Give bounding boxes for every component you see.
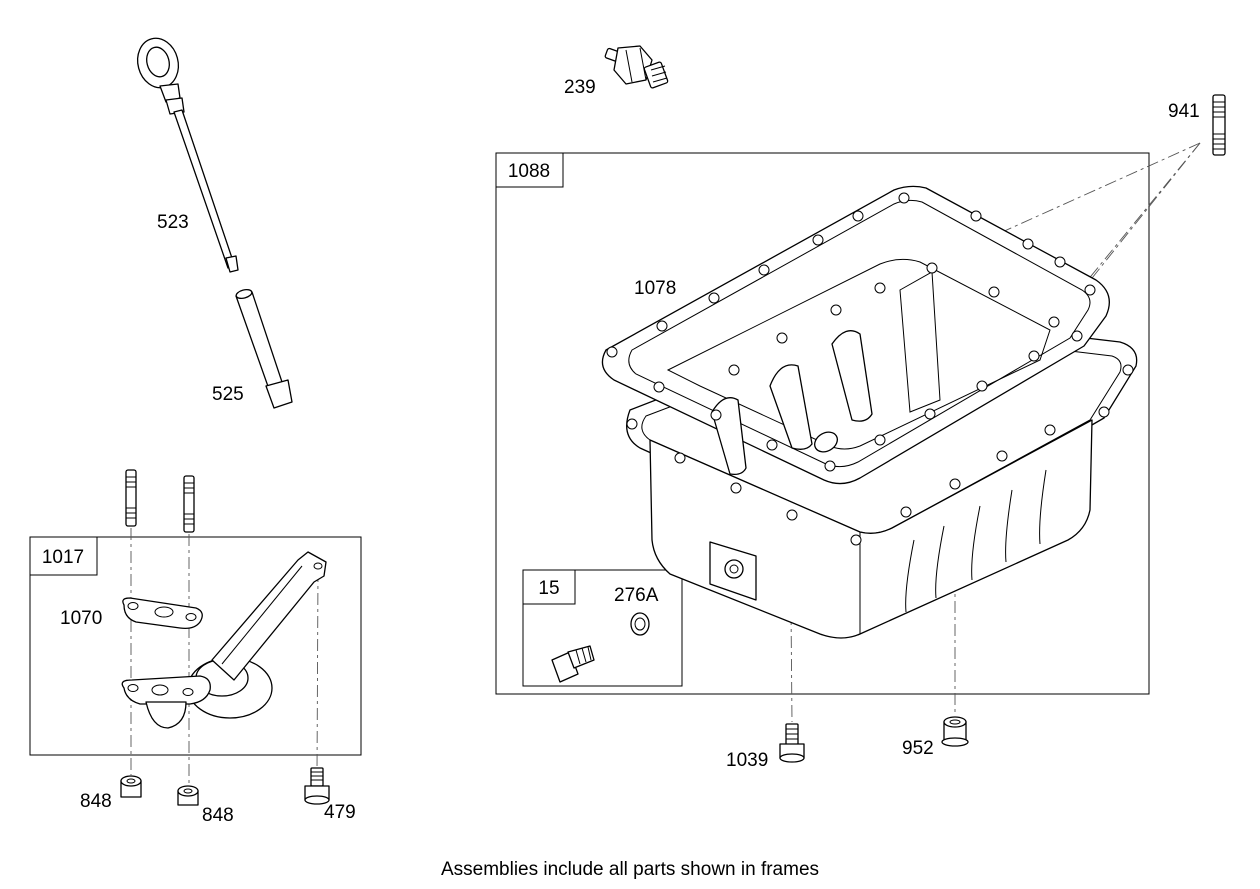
studs-1017 <box>125 469 195 533</box>
label-952: 952 <box>902 738 934 759</box>
frame-15-label: 15 <box>538 578 559 599</box>
frame-1088: 1088 <box>495 152 1150 695</box>
label-1039: 1039 <box>726 750 768 771</box>
label-479: 479 <box>324 802 356 823</box>
washer-276A <box>630 612 650 636</box>
gasket-holes <box>606 192 1096 472</box>
label-525: 525 <box>212 384 244 405</box>
bolt-1039 <box>779 723 805 763</box>
label-848-left: 848 <box>80 791 112 812</box>
label-523: 523 <box>157 212 189 233</box>
label-239: 239 <box>564 77 596 98</box>
frame-1017: 1017 <box>29 536 362 756</box>
label-1078: 1078 <box>634 278 676 299</box>
gasket-1070 <box>122 597 203 630</box>
label-941: 941 <box>1168 101 1200 122</box>
tube-525 <box>235 288 293 409</box>
sensor-239 <box>604 45 669 89</box>
stud-941 <box>1212 94 1226 156</box>
oil-pan-1088 <box>601 185 1138 639</box>
nut-952 <box>941 716 969 747</box>
nut-848-right <box>177 785 199 806</box>
frame-1088-label: 1088 <box>508 161 550 182</box>
label-276A: 276A <box>614 585 659 606</box>
bolt-479 <box>304 767 330 805</box>
drain-plug-15 <box>551 645 595 683</box>
oil-pickup-1017 <box>121 551 327 729</box>
frame-1017-label: 1017 <box>42 547 84 568</box>
nut-848-left <box>120 775 142 798</box>
frame-15: 15 <box>522 569 683 687</box>
footer-note: Assemblies include all parts shown in fr… <box>440 859 820 880</box>
dipstick-523 <box>136 37 239 273</box>
label-848-right: 848 <box>202 805 234 826</box>
label-1070: 1070 <box>60 608 102 629</box>
